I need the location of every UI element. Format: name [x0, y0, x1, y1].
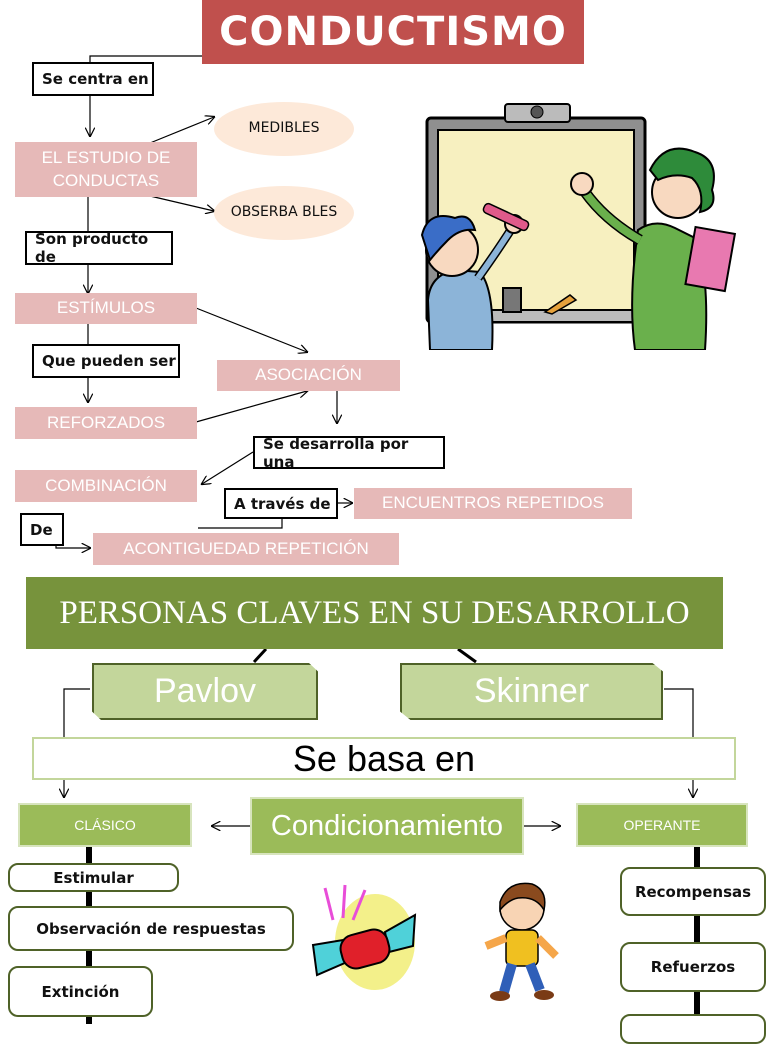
teacher-student-whiteboard-illustration: [420, 103, 737, 350]
node-skinner: Skinner: [400, 663, 663, 720]
node-operante: OPERANTE: [576, 803, 748, 847]
node-obserbables: OBSERBA BLES: [214, 186, 354, 240]
node-clasico: CLÁSICO: [18, 803, 192, 847]
node-contiguedad-repeticion: ACONTIGUEDAD REPETICIÓN: [93, 533, 399, 565]
node-encuentros-repetidos: ENCUENTROS REPETIDOS: [354, 488, 632, 519]
clasico-item-extincion: Extinción: [8, 966, 153, 1017]
node-pavlov: Pavlov: [92, 663, 318, 720]
node-se-basa-en: Se basa en: [32, 737, 736, 780]
clasico-item-observacion: Observación de respuestas: [8, 906, 294, 951]
node-asociacion: ASOCIACIÓN: [217, 360, 400, 391]
node-medibles: MEDIBLES: [214, 102, 354, 156]
node-condicionamiento: Condicionamiento: [250, 797, 524, 855]
candy-illustration: [311, 884, 417, 990]
label-se-centra-en: Se centra en: [32, 62, 154, 96]
operante-item-partial: [620, 1014, 766, 1044]
node-estudio-conductas: EL ESTUDIO DE CONDUCTAS: [15, 142, 197, 197]
node-combinacion: COMBINACIÓN: [15, 470, 197, 502]
label-a-traves-de: A través de: [224, 488, 338, 519]
node-estimulos: ESTÍMULOS: [15, 293, 197, 324]
node-reforzados: REFORZADOS: [15, 407, 197, 439]
operante-item-refuerzos: Refuerzos: [620, 942, 766, 992]
label-son-producto-de: Son producto de: [25, 230, 173, 266]
label-que-pueden-ser: Que pueden ser: [32, 344, 180, 378]
operante-item-recompensas: Recompensas: [620, 867, 766, 916]
running-boy-illustration: [484, 882, 559, 1001]
section-title-personas-claves: PERSONAS CLAVES EN SU DESARROLLO: [26, 577, 723, 649]
page-title: CONDUCTISMO: [202, 0, 584, 64]
label-se-desarrolla: Se desarrolla por una: [253, 435, 445, 471]
label-de: De: [20, 513, 64, 546]
clasico-item-estimular: Estimular: [8, 863, 179, 892]
